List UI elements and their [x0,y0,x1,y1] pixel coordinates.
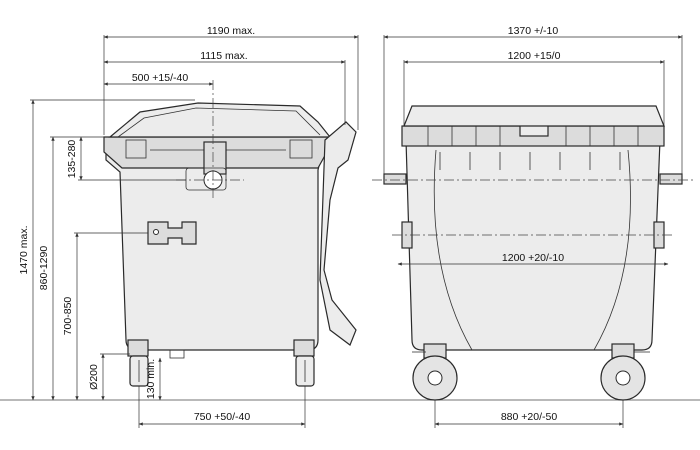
front-lid [403,105,665,127]
dim-label-200: Ø200 [88,364,100,390]
dim-label-130: 130 min. [145,359,157,399]
front-wheel-left [412,343,458,401]
front-wheel-right [600,343,650,401]
front-inner-curve-right [593,149,631,351]
side-lid-handle [117,107,321,138]
front-body-ribs [439,152,621,170]
side-drain [169,349,185,359]
front-pin-right [659,173,683,185]
dim-label-135: 135-280 [66,140,78,179]
side-pin-housing [185,167,227,191]
dim-label-1200-pins: 1200 +20/-10 [502,252,564,264]
front-inner-curve [433,149,473,351]
side-wheel-right [293,339,315,387]
dim-label-1370: 1370 +/-10 [508,25,559,37]
dim-label-1190: 1190 max. [207,25,255,37]
side-handle-hole [153,229,159,235]
dim-label-700: 700-850 [62,297,74,336]
dim-label-750: 750 +50/-40 [194,411,251,423]
side-body [105,139,326,351]
side-rim-slot-left [125,139,147,159]
side-rim-slot-right [289,139,313,159]
dim-label-860: 860-1290 [38,246,50,291]
dim-label-1115: 1115 max. [200,50,247,62]
side-wheel-left [127,339,149,387]
front-body [405,139,661,351]
dim-label-500: 500 +15/-40 [132,72,189,84]
side-lid [108,102,332,138]
front-pin-left [383,173,407,185]
side-view: 1190 max. 1115 max. 500 +15/-40 1470 max… [18,25,359,428]
side-lid-flap [319,121,357,346]
dim-label-1200-lid: 1200 +15/0 [508,50,561,62]
side-handle [147,221,197,245]
side-hinge-block [203,141,227,175]
front-view: 1370 +/-10 1200 +15/0 1200 +20/-10 880 +… [372,25,694,428]
dim-label-880: 880 +20/-50 [501,411,558,423]
dim-label-1470: 1470 max. [18,225,30,274]
front-rim-ribs [427,126,639,146]
